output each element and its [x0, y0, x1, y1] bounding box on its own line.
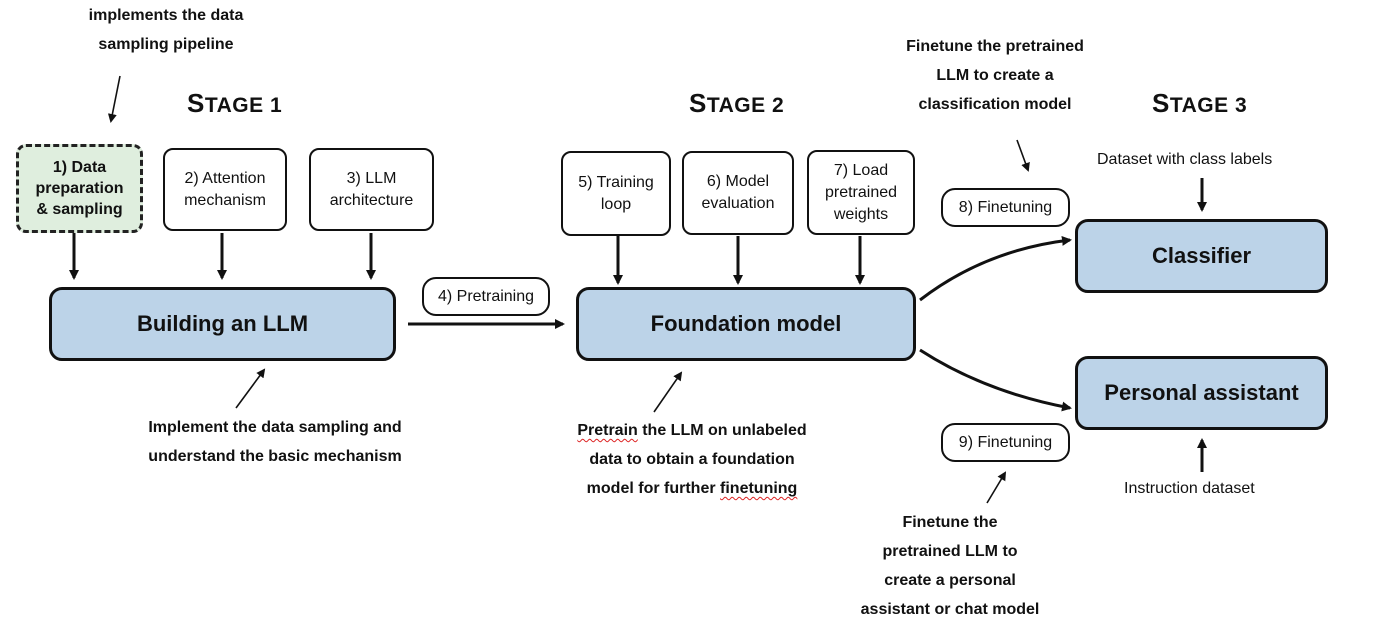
step-data-preparation-line3: & sampling — [36, 201, 123, 218]
step-llm-architecture[interactable]: 3) LLM architecture — [309, 148, 434, 231]
step-attention-line1: 2) Attention — [184, 169, 266, 187]
step-finetuning-9-label: 9) Finetuning — [958, 433, 1053, 451]
pointer-stage1-bottom — [235, 368, 266, 409]
step-load-weights-line3: weights — [833, 205, 889, 223]
pointer-bottom-right — [986, 471, 1007, 504]
step-data-preparation-line2: preparation — [35, 180, 124, 197]
foundation-model-label: Foundation model — [650, 311, 842, 336]
step-llm-architecture-line1: 3) LLM — [346, 169, 397, 187]
step-training-loop-line1: 5) Training — [578, 173, 654, 191]
step-attention-mechanism[interactable]: 2) Attention mechanism — [163, 148, 287, 231]
stage-1-heading: STAGE 1 — [187, 88, 283, 118]
step-pretraining-label: 4) Pretraining — [437, 287, 535, 305]
step-data-preparation-line1: 1) Data — [52, 159, 107, 176]
step-pretraining[interactable]: 4) Pretraining — [422, 277, 550, 316]
building-an-llm-label: Building an LLM — [136, 311, 309, 336]
instruction-dataset-label: Instruction dataset — [1124, 480, 1255, 497]
annotation-top-right: Finetune the pretrained LLM to create a … — [906, 38, 1084, 113]
pointer-top-left — [107, 75, 121, 123]
personal-assistant-label: Personal assistant — [1104, 380, 1299, 405]
annotation-bottom-right: Finetune the pretrained LLM to create a … — [860, 514, 1040, 618]
step-finetuning-8[interactable]: 8) Finetuning — [941, 188, 1070, 227]
step-data-preparation[interactable]: 1) Data preparation & sampling — [16, 144, 143, 233]
pointer-stage2-bottom — [653, 371, 683, 413]
classifier-box[interactable]: Classifier — [1075, 219, 1328, 293]
step-load-pretrained-weights[interactable]: 7) Load pretrained weights — [807, 150, 915, 235]
annotation-stage2-bottom: Pretrain the LLM on unlabeled data to ob… — [577, 422, 807, 497]
step-load-weights-line1: 7) Load — [833, 161, 889, 179]
annotation-top-left: implements the data sampling pipeline — [88, 7, 244, 53]
classifier-label: Classifier — [1151, 243, 1252, 268]
stage-2-heading: STAGE 2 — [689, 88, 785, 118]
arrow-foundation-to-classifier — [919, 235, 1072, 302]
step-model-evaluation-line2: evaluation — [701, 195, 775, 212]
step-model-evaluation[interactable]: 6) Model evaluation — [682, 151, 794, 235]
class-labels-dataset-label: Dataset with class labels — [1097, 151, 1273, 168]
arrow-foundation-to-assistant — [919, 348, 1072, 412]
step-training-loop[interactable]: 5) Training loop — [561, 151, 671, 236]
pointer-top-right — [1016, 139, 1030, 172]
step-finetuning-8-label: 8) Finetuning — [958, 198, 1053, 216]
building-an-llm-box[interactable]: Building an LLM — [49, 287, 396, 361]
stage-3-heading: STAGE 3 — [1152, 88, 1248, 118]
step-attention-line2: mechanism — [184, 191, 266, 209]
step-finetuning-9[interactable]: 9) Finetuning — [941, 423, 1070, 462]
foundation-model-box[interactable]: Foundation model — [576, 287, 916, 361]
step-training-loop-line2: loop — [600, 195, 632, 213]
step-llm-architecture-line2: architecture — [329, 191, 414, 209]
personal-assistant-box[interactable]: Personal assistant — [1075, 356, 1328, 430]
step-model-evaluation-line1: 6) Model — [706, 173, 770, 190]
annotation-stage1-bottom: Implement the data sampling and understa… — [148, 419, 402, 465]
step-load-weights-line2: pretrained — [824, 183, 898, 201]
